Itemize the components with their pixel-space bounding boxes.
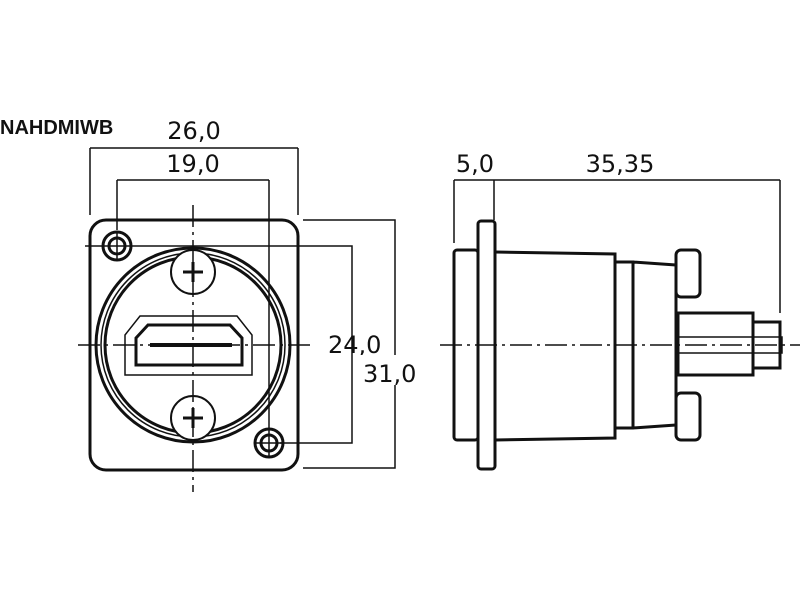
screw-head-top xyxy=(674,248,702,299)
model-title: NAHDMIWB xyxy=(0,117,113,139)
side-view xyxy=(440,219,800,471)
dim-flange: 5,0 xyxy=(456,150,494,178)
body xyxy=(494,250,617,442)
front-dimensions: 26,0 19,0 24,0 31,0 xyxy=(89,117,420,469)
screw-head-bottom xyxy=(674,391,702,442)
shaft xyxy=(676,311,755,377)
dim-depth: 35,35 xyxy=(586,150,655,178)
hdmi-port xyxy=(134,323,244,367)
hdmi-port-outer xyxy=(124,315,253,376)
dim-height-holes: 24,0 xyxy=(328,331,381,359)
side-dimensions: 5,0 35,35 xyxy=(453,150,781,313)
dim-width-holes: 19,0 xyxy=(166,150,219,178)
shaft-tip xyxy=(751,320,782,370)
dim-height-outer: 31,0 xyxy=(363,360,416,388)
front-view xyxy=(78,205,310,492)
dim-width-outer: 26,0 xyxy=(167,117,220,145)
